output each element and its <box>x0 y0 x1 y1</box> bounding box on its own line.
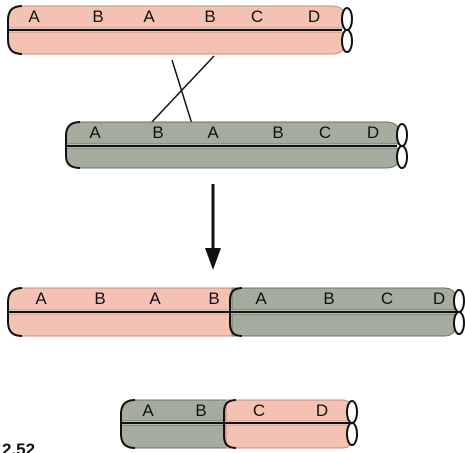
gene-label: A <box>28 7 40 26</box>
gene-label: A <box>35 289 47 308</box>
telomere-lower <box>396 145 408 169</box>
telomere-lower <box>341 29 353 53</box>
gene-label: D <box>316 401 328 420</box>
gene-label: B <box>204 7 215 26</box>
chromatid-upper <box>65 121 401 145</box>
gray-segment-upper <box>120 399 227 422</box>
gene-label: A <box>89 123 101 142</box>
gray-segment-lower <box>231 313 457 337</box>
gray-segment-lower <box>120 424 227 449</box>
gene-label: B <box>195 401 206 420</box>
gene-label: A <box>143 7 155 26</box>
telomere-lower <box>453 311 465 335</box>
down-arrow-icon <box>205 184 221 270</box>
recombinant-short-chromosome: A B C D <box>120 399 358 449</box>
gene-label: A <box>207 123 219 142</box>
telomere-upper <box>346 400 358 424</box>
chromatid-lower <box>65 147 401 169</box>
gene-label: B <box>208 289 219 308</box>
telomere-upper <box>341 7 353 31</box>
gene-label: C <box>251 7 263 26</box>
gene-label: C <box>319 123 331 142</box>
figure-number: 2.52 <box>2 440 35 453</box>
gene-label: B <box>272 123 283 142</box>
telomere-upper <box>396 123 408 147</box>
gene-label: D <box>308 7 320 26</box>
crossover-lines <box>149 55 215 125</box>
pink-segment-upper <box>225 399 353 422</box>
middle-gray-chromosome: A B A B C D <box>65 121 408 169</box>
pink-segment-lower <box>225 424 353 449</box>
gene-label: D <box>433 289 445 308</box>
gene-label: C <box>253 401 265 420</box>
gene-label: A <box>142 401 154 420</box>
gene-label: C <box>381 289 393 308</box>
gene-label: B <box>152 123 163 142</box>
telomere-lower <box>346 422 358 446</box>
gene-label: D <box>367 123 379 142</box>
crossover-line-right <box>171 59 193 125</box>
gene-label: B <box>92 7 103 26</box>
pink-segment-lower <box>7 313 233 337</box>
top-pink-chromosome: A B A B C D <box>7 5 353 55</box>
chromatid-upper <box>7 5 347 29</box>
gene-label: A <box>255 289 267 308</box>
chromatid-lower <box>7 31 347 55</box>
gene-label: A <box>149 289 161 308</box>
telomere-upper <box>453 289 465 313</box>
gene-label: B <box>323 289 334 308</box>
gene-label: B <box>94 289 105 308</box>
recombinant-long-chromosome: A B A B A B C D <box>7 287 465 337</box>
